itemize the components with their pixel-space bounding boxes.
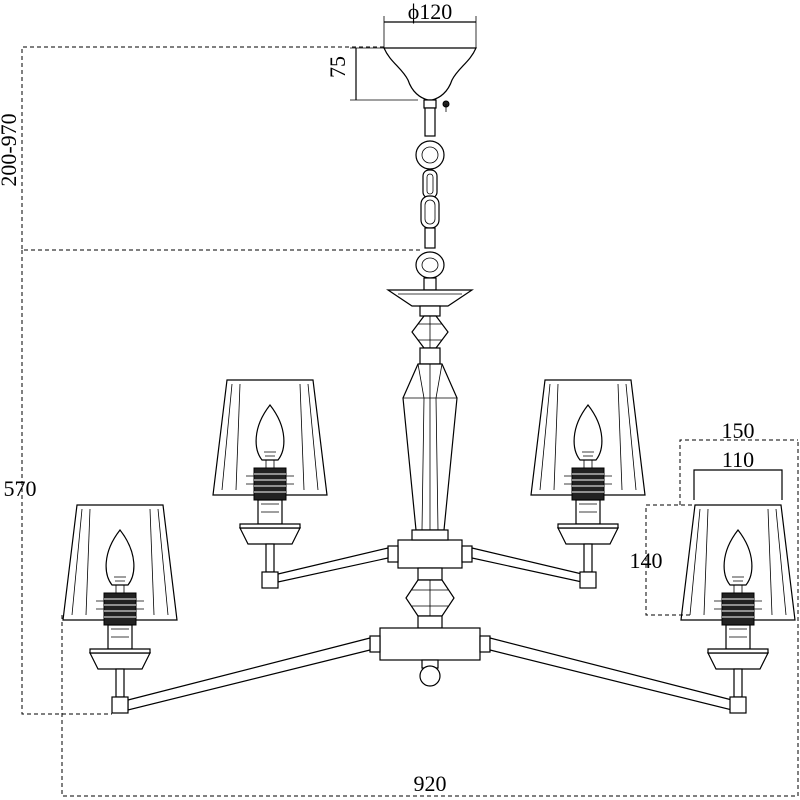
shade-height-label: 140	[630, 548, 663, 573]
total-width-label: 920	[414, 771, 447, 796]
lamp-back-left	[212, 379, 328, 589]
body-height-label: 570	[4, 476, 37, 501]
dimension-lines	[21, 16, 799, 797]
central-column	[369, 277, 491, 687]
shade-top-width-label: 150	[722, 418, 755, 443]
lamp-front-right	[680, 504, 796, 714]
chain	[415, 107, 445, 279]
adjustable-length-label: 200-970	[0, 113, 21, 186]
canopy-height-label: 75	[325, 56, 350, 78]
shade-bottom-width-label: 110	[722, 447, 754, 472]
lamp-front-left	[62, 504, 178, 714]
lamp-back-right	[530, 379, 646, 589]
canopy-diameter-label: ϕ120	[408, 0, 453, 24]
ceiling-canopy	[383, 47, 477, 112]
